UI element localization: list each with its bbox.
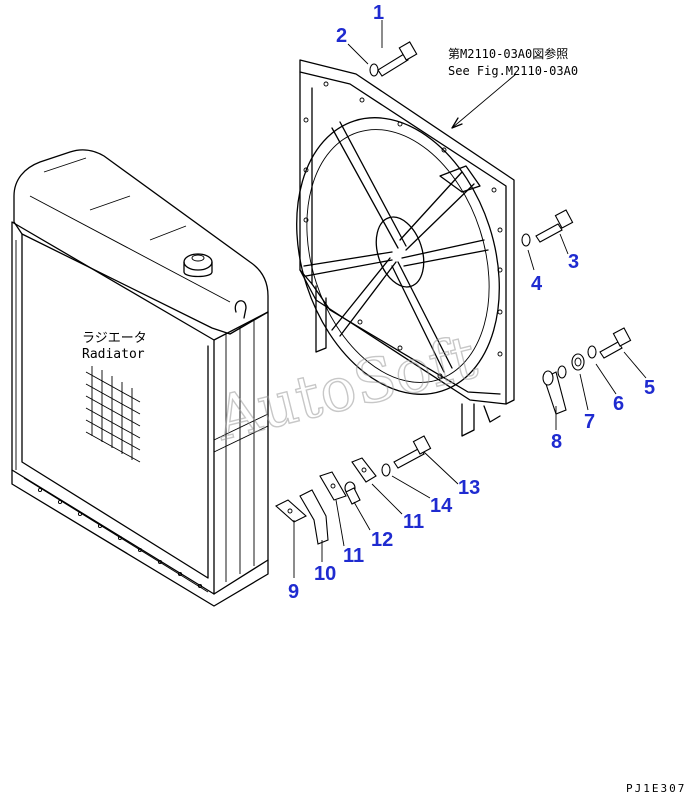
fan-shroud — [296, 59, 517, 437]
callout-numbers: 1 2 3 4 5 6 7 8 9 10 11 11 12 13 14 — [288, 2, 655, 603]
callout-10: 10 — [314, 563, 336, 585]
washer-4 — [521, 233, 531, 247]
washer-6 — [587, 345, 597, 359]
radiator: ラジエータ Radiator — [11, 149, 269, 607]
callout-6: 6 — [613, 393, 624, 415]
callout-13: 13 — [458, 477, 480, 499]
callout-2: 2 — [336, 25, 347, 47]
radiator-bottom-rivets — [37, 487, 203, 589]
bolt-5 — [599, 327, 632, 359]
callout-4: 4 — [531, 273, 543, 295]
leader-lines — [293, 20, 647, 578]
callout-1: 1 — [373, 2, 384, 24]
washer-14 — [381, 463, 391, 477]
reference-note-english: See Fig.M2110-03A0 — [448, 64, 578, 78]
bolt-3 — [535, 209, 574, 243]
callout-14: 14 — [430, 495, 453, 517]
radiator-label-english: Radiator — [82, 347, 145, 362]
bolt-13 — [393, 435, 432, 469]
plate-11-lower — [319, 471, 347, 501]
callout-8: 8 — [551, 431, 562, 453]
callout-12: 12 — [371, 529, 393, 551]
radiator-core-grid — [85, 366, 141, 463]
callout-11-lower: 11 — [343, 545, 364, 567]
spacer-12 — [344, 481, 361, 505]
callout-7: 7 — [584, 411, 595, 433]
radiator-label-japanese: ラジエータ — [82, 331, 147, 346]
reference-note-japanese: 第M2110-03A0図参照 — [448, 46, 568, 61]
callout-9: 9 — [288, 581, 299, 603]
shroud-holes — [303, 81, 503, 379]
spacer-7 — [571, 353, 585, 371]
plate-11-upper — [351, 457, 377, 483]
figure-code: PJ1E307 — [626, 782, 686, 795]
bolt-1 — [377, 41, 418, 77]
watermark-text: AutoSoft — [208, 322, 484, 454]
callout-5: 5 — [644, 377, 655, 399]
plate-10 — [299, 489, 329, 545]
washer-2 — [369, 63, 379, 77]
plate-8 — [542, 365, 567, 415]
callout-3: 3 — [568, 251, 579, 273]
callout-11-upper: 11 — [403, 511, 424, 533]
bracket-9 — [275, 499, 307, 523]
